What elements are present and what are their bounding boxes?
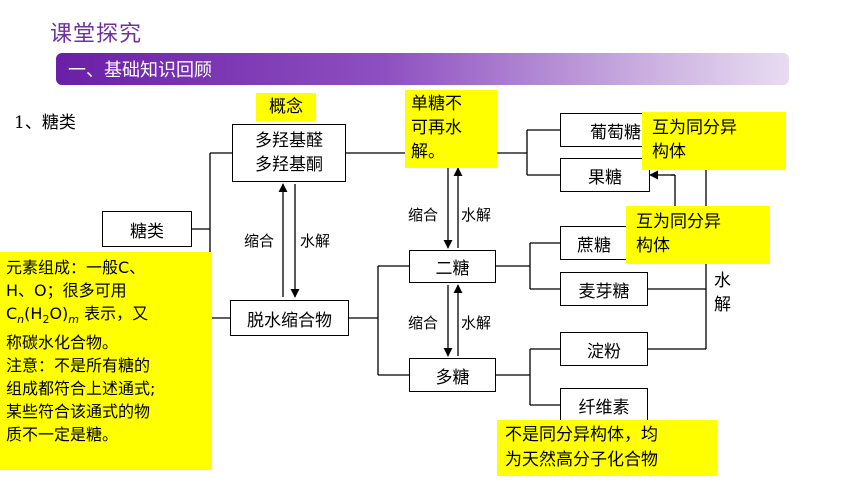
- formula-line: Cn(H2O)m 表示，又: [6, 302, 206, 331]
- callout-huwei-line: 互为同分异: [636, 212, 721, 232]
- callout-huwei-line: 构体: [652, 142, 686, 162]
- label-jie: 解: [714, 290, 731, 315]
- node-tanglei: 糖类: [102, 211, 192, 247]
- callout-yuansu-line: 组成都符合上述通式;: [6, 379, 156, 399]
- node-xianweisu: 纤维素: [560, 388, 648, 422]
- formula-tail: 表示，又: [79, 304, 149, 323]
- callout-gainian: 概念: [256, 93, 316, 121]
- callout-dantang-line: 单糖不: [411, 94, 462, 114]
- formula-mid: (H: [24, 304, 43, 323]
- node-dianfen: 淀粉: [560, 332, 648, 366]
- node-tuoshui: 脱水缩合物: [230, 300, 349, 336]
- formula-c: C: [6, 304, 18, 323]
- label-suohe-2: 缩合: [408, 206, 439, 224]
- callout-huwei-line: 互为同分异: [652, 118, 737, 138]
- callout-yuansu-line: 质不一定是糖。: [6, 425, 119, 445]
- node-duoqiang-2: 多羟基酮: [255, 155, 323, 175]
- label-shui: 水: [714, 266, 731, 291]
- label-suohe-1: 缩合: [244, 232, 275, 250]
- callout-dantang-line: 可再水: [411, 118, 462, 138]
- callout-yuansu-line: 元素组成：一般C、: [6, 258, 146, 277]
- label-shuijie-3: 水解: [461, 314, 492, 332]
- node-duoqiang-1: 多羟基醛: [255, 131, 323, 151]
- callout-bushi-line: 为天然高分子化合物: [505, 450, 658, 470]
- callout-yuansu-line: 称碳水化合物。: [6, 333, 119, 353]
- section-banner: 一、基础知识回顾: [56, 53, 789, 85]
- callout-huwei-1: 互为同分异 构体: [642, 112, 786, 170]
- page-title: 课堂探究: [50, 22, 143, 47]
- section-number: 1、糖类: [14, 113, 76, 133]
- callout-bushi: 不是同分异构体，均 为天然高分子化合物: [497, 420, 717, 476]
- node-ertang: 二糖: [409, 250, 496, 283]
- label-shuijie-2: 水解: [461, 206, 492, 224]
- formula-o: O): [49, 304, 69, 323]
- formula-n: n: [17, 313, 25, 327]
- callout-yuansu-line: H、O；很多可用: [6, 281, 127, 300]
- callout-dantang: 单糖不 可再水 解。: [405, 90, 497, 168]
- callout-yuansu-line: 注意：不是所有糖的: [6, 356, 151, 376]
- callout-dantang-line: 解。: [411, 142, 445, 162]
- callout-huwei-line: 构体: [636, 236, 670, 256]
- node-duotang: 多糖: [409, 358, 496, 392]
- node-maiyatang: 麦芽糖: [560, 272, 648, 306]
- callout-yuansu-line: 某些符合该通式的物: [6, 402, 151, 422]
- callout-huwei-2: 互为同分异 构体: [626, 206, 770, 264]
- callout-bushi-line: 不是同分异构体，均: [505, 425, 658, 445]
- node-zhetang: 蔗糖: [560, 226, 628, 260]
- node-concept: 多羟基醛 多羟基酮: [232, 124, 346, 182]
- banner-label: 一、基础知识回顾: [68, 60, 212, 81]
- callout-yuansu: 元素组成：一般C、 H、O；很多可用 Cn(H2O)m 表示，又 称碳水化合物。…: [0, 252, 212, 470]
- node-guotang: 果糖: [560, 158, 650, 192]
- formula-2: 2: [42, 313, 50, 327]
- formula-m: m: [68, 313, 79, 327]
- label-shuijie-1: 水解: [300, 232, 331, 250]
- label-suohe-3: 缩合: [408, 314, 439, 332]
